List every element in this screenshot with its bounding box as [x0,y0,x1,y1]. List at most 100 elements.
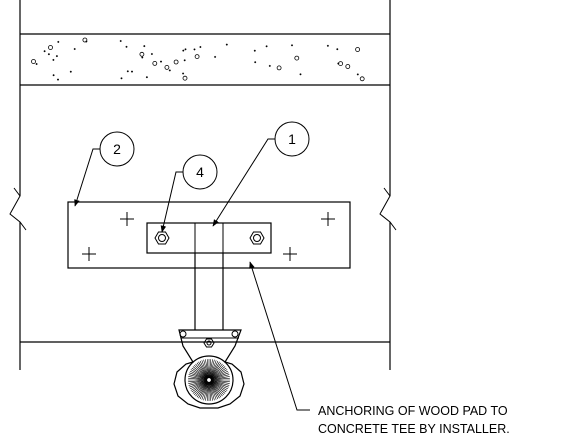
stipple-dot [164,65,170,70]
pipe-hatch-line [188,377,208,381]
steel-bracket [146,222,272,254]
stipple-dot [57,40,60,43]
pipe-hatch-line [191,367,208,380]
stipple-dot [152,61,158,66]
break-lines [9,187,397,231]
pipe-hatch-line [210,380,227,393]
pipe-hatch-line [190,369,208,380]
stipple-dot [184,48,187,51]
stipple-dot [31,59,36,64]
stipple-dot [254,61,257,64]
pipe-hatch-line [209,381,222,398]
stipple-dot [125,45,128,48]
pipe-hatch-line [205,359,209,379]
pipe-hatch-line [210,380,229,388]
stipple-dot [194,54,200,59]
stipple-dot [160,60,162,63]
stipple-dot [182,75,188,81]
pipe-hatch-line [210,381,225,396]
pipe-hatch-line [210,380,230,386]
pipe-hatch-line [210,380,229,390]
pipe-hatch-line [210,379,230,383]
pipe-hatch-line [210,369,228,380]
pipe-hatch-line [192,366,208,379]
stipple-dot [199,46,202,48]
concrete-tee-outline [19,0,391,370]
pipe-cross-section [184,355,234,405]
stipple-dot [183,59,186,62]
stipple-dot [193,48,196,51]
stipple-dot [359,76,365,82]
pipe-hatch-line [209,381,220,399]
callout-2: 2 [74,131,135,207]
stipple-dot [73,48,76,50]
pipe-hatch-line [189,380,208,388]
pipe-hatch-line [209,360,219,379]
pipe-hatch-line [210,376,230,380]
pipe-hatch-line [203,359,209,379]
stipple-dot [52,58,55,61]
stipple-dot [168,69,171,72]
stipple-dot [69,70,72,73]
stipple-dot [82,37,88,43]
pipe-hatch-line [192,381,208,394]
pipe-hatch-line [208,381,212,401]
stipple-dot [47,53,50,56]
pipe-hatch-line [190,380,208,391]
callout-1-number: 1 [288,131,296,147]
pipe-hatch-line [195,363,208,379]
pipe-hatch-line [209,360,217,379]
stipple-dot [182,72,185,75]
callout-4: 4 [160,154,218,233]
stipple-dot [336,48,339,51]
stipple-dot [143,45,146,48]
pipe-hatch-line [188,376,208,380]
pipe-hatch-line [188,379,208,383]
pipe-hatch-line [209,359,215,379]
stipple-dot [326,44,329,47]
stipple-dot [141,56,144,59]
pipe-hatch-line [193,364,208,379]
pipe-hatch-line [209,381,215,401]
pipe-hatch-line [203,381,209,401]
pipe-hatch-line [201,360,209,379]
pipe-hatch-line [210,377,230,381]
pipe-hatch-line [198,381,209,399]
pipe-hatch-line [210,380,228,391]
pipe-hatch-line [201,381,209,400]
pad-screw-marks [82,212,335,261]
pipe-hatch-line [195,381,208,397]
pipe-hatch-line [210,367,227,380]
stipple-dot [182,49,185,52]
pipe-hatch-line [193,381,208,396]
pipe-hatch-line [189,370,208,380]
pipe-hatch-line [196,362,209,379]
pipe-hatch-line [188,380,208,386]
pipe-hatch-line [189,372,208,380]
pipe-hatch-line [210,380,230,384]
stipple-dot [52,74,55,77]
pipe-hatch-line [205,381,209,401]
pipe-hatch-line [189,380,208,390]
pipe-hatch-line [198,361,209,379]
pipe-hatch-line [209,381,213,401]
pipe-hatch-line [208,359,212,379]
bolt-right [249,231,265,245]
pipe-hatch-line [210,381,223,397]
pipe-hatch-line [210,381,226,394]
pipe-hatch-line [196,381,209,398]
callout-4-number: 4 [196,164,204,180]
stipple-dot [253,49,256,52]
stipple-dot [345,64,351,69]
pipe-hatch-line [188,380,208,384]
pipe-hatch-line [209,362,222,379]
bolt-left [154,231,170,245]
stipple-dot [214,55,217,58]
pipe-hatch-line [191,380,208,393]
stipple-dot [268,64,271,67]
pipe-hatch-line [206,359,210,379]
pipe-hatch-line [188,374,208,380]
hanger-rod [194,253,224,330]
stipple-dot [173,59,179,65]
